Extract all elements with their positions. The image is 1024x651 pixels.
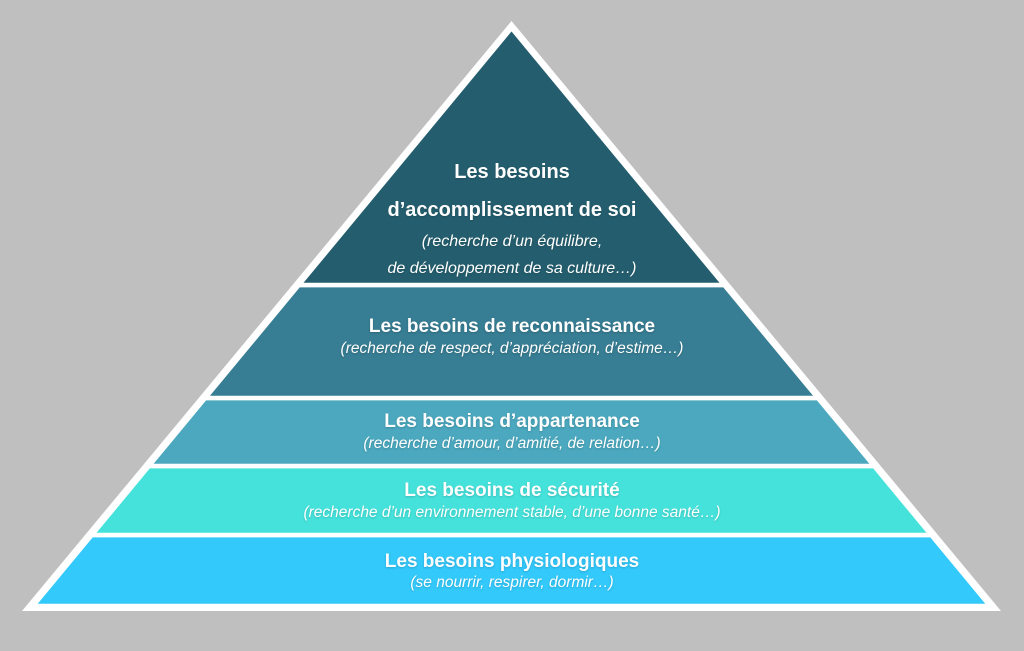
pyramid-level-1-shape: [294, 24, 729, 288]
pyramid-level-5-shape: [28, 532, 995, 609]
pyramid-level-3-shape: [144, 395, 879, 469]
pyramid-level-2-shape: [200, 282, 823, 401]
pyramid-level-4-shape: [87, 463, 936, 538]
